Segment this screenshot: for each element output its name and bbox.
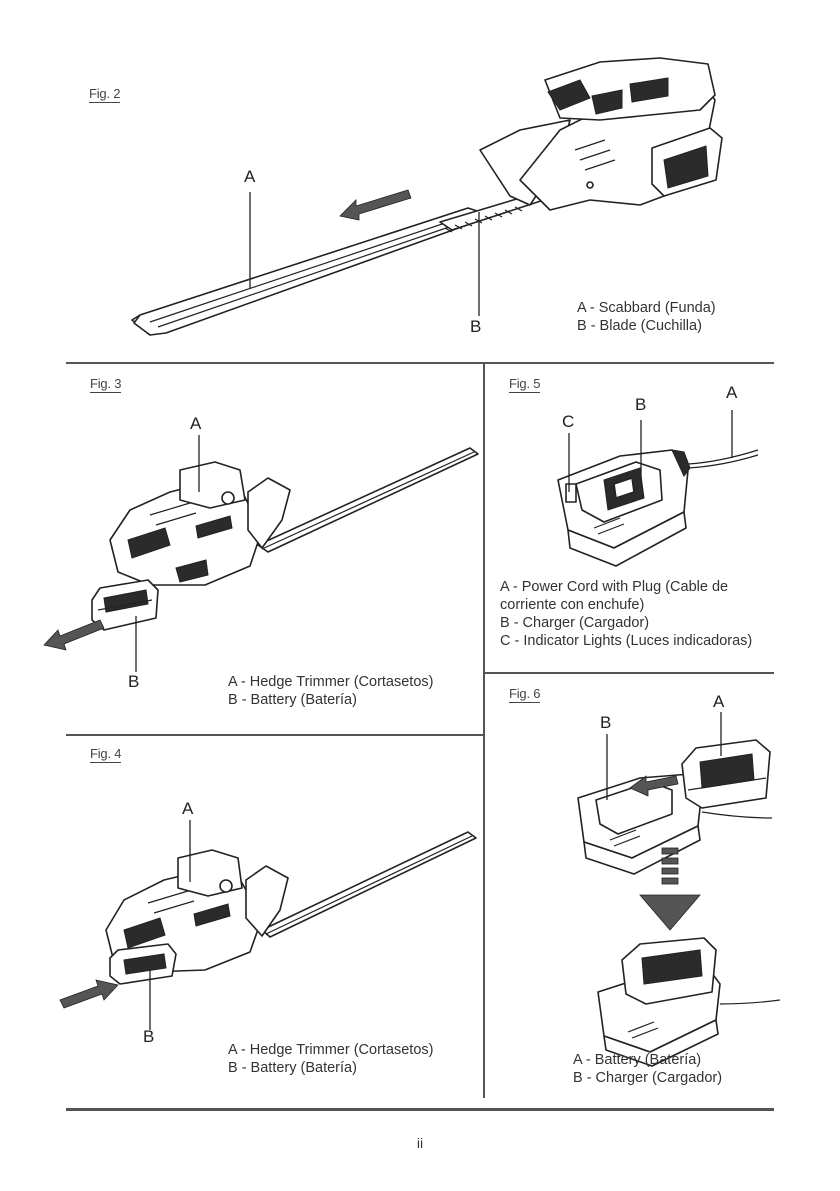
fig5-callout-a: A [726,383,738,402]
arrow-left-icon [43,619,105,651]
divider-vertical [483,363,485,1098]
power-cord-icon [671,449,759,477]
fig4-legend-item: B - Battery (Batería) [228,1060,357,1076]
fig3-legend-item: A - Hedge Trimmer (Cortasetos) [228,674,434,690]
arrow-left-icon [339,189,412,221]
page-number: ii [416,1135,424,1151]
fig3-label: Fig. 3 [90,376,122,393]
fig5-callout-b: B [635,395,647,414]
fig6-legend-item: B - Charger (Cargador) [573,1070,723,1086]
divider-left-middle [66,734,484,736]
fig3-hedge-trimmer-illustration [43,435,479,672]
battery-icon [109,943,177,985]
fig5-callout-c: C [562,412,575,431]
fig2-callout-a: A [244,167,256,186]
fig3-legend-item: B - Battery (Batería) [228,692,357,708]
divider-top [66,362,774,364]
fig5-legend: A - Power Cord with Plug (Cable de corri… [500,578,752,650]
fig5-legend-item: B - Charger (Cargador) [500,615,650,631]
battery-icon [621,937,717,1005]
fig3-legend: A - Hedge Trimmer (Cortasetos) B - Batte… [228,673,433,709]
fig3-callout-a: A [190,414,202,433]
battery-icon [681,739,771,809]
fig6-label: Fig. 6 [509,686,541,703]
fig2-legend-item: B - Blade (Cuchilla) [577,318,702,334]
fig5-legend-item: corriente con enchufe) [500,597,645,613]
fig2-legend: A - Scabbard (Funda) B - Blade (Cuchilla… [577,299,716,335]
fig2-legend-item: A - Scabbard (Funda) [577,300,716,316]
charger-icon [577,773,773,875]
fig4-label: Fig. 4 [90,746,122,763]
arrow-right-icon [59,979,119,1009]
fig6-legend-item: A - Battery (Batería) [573,1052,702,1068]
divider-bottom [66,1108,774,1111]
charger-icon [557,449,689,567]
fig4-legend: A - Hedge Trimmer (Cortasetos) B - Batte… [228,1041,433,1077]
fig2-callout-b: B [470,317,482,336]
fig6-charging-illustration [577,712,781,1067]
arrow-down-icon [639,847,701,931]
scabbard-icon [131,207,493,336]
fig5-legend-item: A - Power Cord with Plug (Cable de [500,579,729,595]
divider-right-middle [484,672,774,674]
hedge-trimmer-icon [109,447,479,586]
fig6-legend: A - Battery (Batería) B - Charger (Carga… [573,1051,722,1087]
hedge-trimmer-icon [479,57,723,211]
fig6-callout-a: A [713,692,725,711]
fig3-callout-b: B [128,672,140,691]
fig6-callout-b: B [600,713,612,732]
fig4-callout-a: A [182,799,194,818]
arrow-left-icon [629,775,679,797]
fig4-hedge-trimmer-illustration [59,820,477,1030]
fig2-hedge-trimmer-illustration [131,57,723,336]
fig5-charger-illustration [557,410,759,567]
fig4-callout-b: B [143,1027,155,1046]
fig2-label: Fig. 2 [89,86,121,103]
battery-icon [91,579,159,631]
fig5-label: Fig. 5 [509,376,541,393]
fig4-legend-item: A - Hedge Trimmer (Cortasetos) [228,1042,434,1058]
fig5-legend-item: C - Indicator Lights (Luces indicadoras) [500,633,753,649]
